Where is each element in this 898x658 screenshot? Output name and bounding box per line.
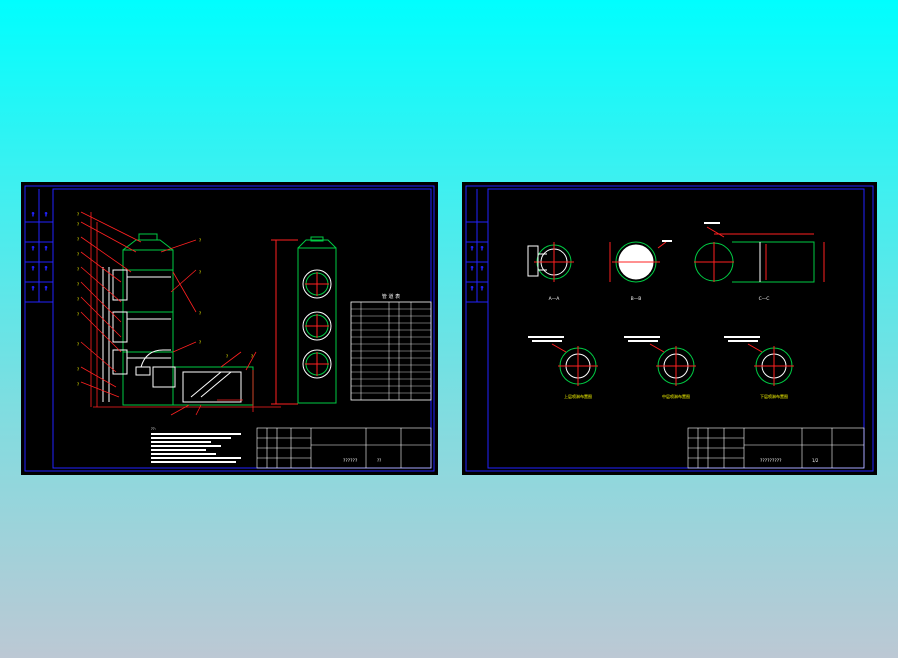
svg-text:??:: ??:	[151, 427, 156, 431]
middle-layer-label: 中层喷淋布置图	[662, 393, 690, 399]
upper-layer-label: 上层喷淋布置图	[564, 393, 592, 399]
drawing-frame	[487, 188, 865, 469]
svg-text:?: ?	[45, 266, 47, 271]
drawing-title: ?????????	[760, 458, 782, 464]
svg-text:?: ?	[471, 246, 473, 251]
annotation-marks-left: ??? ??? ??? ?? ??? ???	[77, 212, 253, 387]
sheet-border	[24, 185, 435, 472]
svg-text:?: ?	[77, 297, 79, 302]
svg-text:?: ?	[77, 382, 79, 387]
svg-text:?: ?	[199, 238, 201, 243]
svg-text:?: ?	[77, 282, 79, 287]
svg-text:?: ?	[32, 266, 34, 271]
svg-text:?: ?	[471, 266, 473, 271]
section-b-view	[609, 241, 667, 283]
drawing-title: ??????	[343, 458, 358, 464]
tower-section-right	[271, 236, 337, 405]
svg-text:?: ?	[45, 212, 47, 217]
section-a-label: A—A	[549, 296, 561, 302]
drawing-frame	[52, 188, 432, 469]
revision-strip: ?? ?? ??	[466, 189, 488, 303]
spray-layer-middle	[649, 343, 696, 386]
svg-text:?: ?	[77, 267, 79, 272]
svg-text:?: ?	[77, 212, 79, 217]
svg-text:?: ?	[32, 212, 34, 217]
section-a-view	[527, 242, 574, 282]
technical-notes: ??:	[151, 427, 241, 463]
svg-text:?: ?	[45, 286, 47, 291]
section-c-label: C—C	[759, 296, 770, 302]
lower-layer-label: 下层喷淋布置图	[760, 393, 788, 399]
svg-text:?: ?	[251, 354, 253, 359]
svg-text:?: ?	[45, 246, 47, 251]
drawing-sheet-sections[interactable]: ?? ?? ?? A—A B—B C—C	[462, 182, 877, 475]
title-block-right	[687, 427, 865, 469]
svg-text:?: ?	[77, 237, 79, 242]
sheet-number: 1/2	[812, 458, 819, 463]
svg-text:?: ?	[77, 342, 79, 347]
svg-text:?: ?	[199, 340, 201, 345]
svg-text:?: ?	[77, 222, 79, 227]
svg-text:?: ?	[481, 286, 483, 291]
svg-text:?: ?	[226, 354, 228, 359]
revision-strip: ?? ?? ?? ??	[25, 189, 53, 303]
section-c-view	[694, 226, 825, 283]
svg-text:?: ?	[77, 312, 79, 317]
svg-text:?: ?	[32, 286, 34, 291]
scale-text: ??	[377, 458, 381, 463]
bom-title: 管 道 表	[382, 293, 400, 300]
svg-text:?: ?	[481, 246, 483, 251]
svg-text:?: ?	[199, 270, 201, 275]
dimension-lines-left	[80, 211, 281, 416]
spray-layer-upper	[551, 343, 598, 386]
section-b-label: B—B	[631, 296, 642, 302]
svg-text:?: ?	[32, 246, 34, 251]
title-block-left	[256, 427, 432, 469]
drawing-sheet-elevation[interactable]: ?? ?? ?? ??	[21, 182, 438, 475]
svg-text:?: ?	[199, 311, 201, 316]
annotation-marks-right	[528, 222, 760, 342]
spray-layer-lower	[747, 343, 794, 386]
svg-text:?: ?	[77, 367, 79, 372]
svg-text:?: ?	[77, 252, 79, 257]
bom-table: 管 道 表	[350, 293, 432, 401]
svg-text:?: ?	[471, 286, 473, 291]
tower-elevation-left	[102, 233, 254, 406]
sheet-border	[465, 185, 874, 472]
svg-text:?: ?	[481, 266, 483, 271]
